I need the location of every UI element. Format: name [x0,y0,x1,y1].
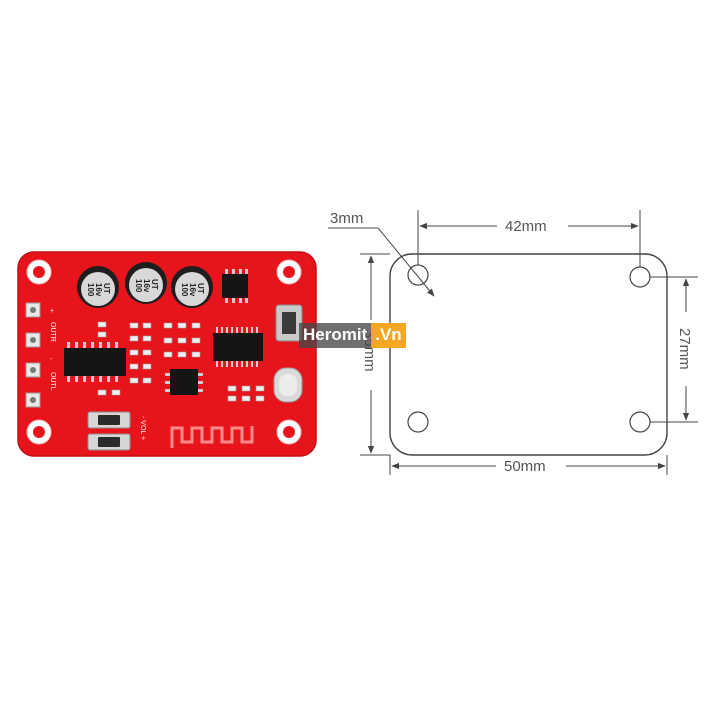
hole-outline-br [629,411,651,433]
board-outline [389,253,668,456]
dimension-drawing [328,210,698,475]
output-pads [25,302,41,408]
dim-hole-spacing-v-label: 27mm [676,328,693,370]
ic-bluetooth [213,327,263,367]
svg-text:16v: 16v [188,283,197,297]
silk-outl: OUTL [49,372,56,391]
dim-hole-spacing-h-label: 42mm [505,218,547,235]
dim-hole-diameter-label: 3mm [330,210,363,227]
silk-plus-1: + [50,308,54,315]
svg-text:16v: 16v [142,279,151,293]
crystal-oscillator [273,367,303,403]
capacitor-1: 100 16v UT [77,266,119,308]
watermark-domain: .Vn [371,323,406,348]
silk-outr: OUTR [49,322,56,342]
smd-passives [97,321,265,402]
watermark-text: Heromit [299,323,372,348]
capacitor-3: 100 16v UT [171,266,213,308]
svg-text:100: 100 [134,279,143,293]
mounting-hole-bottom-left [26,419,52,445]
micro-usb-connector [275,304,303,342]
hole-outline-bl [407,411,429,433]
svg-text:100: 100 [86,283,95,297]
svg-text:UT: UT [102,283,111,294]
silk-minus-1: - [50,356,53,363]
ic-amplifier [64,342,126,382]
silk-vol: - VOL + [139,416,146,440]
capacitor-2: 100 16v UT [125,262,167,304]
watermark-logo: Heromit .Vn [299,323,406,348]
pcb-board: OUTR OUTL + - 100 16v UT 100 16v UT 100 … [17,251,317,457]
svg-text:UT: UT [196,283,205,294]
mounting-hole-top-right [276,259,302,285]
svg-text:UT: UT [150,279,159,290]
hole-outline-tr [629,266,651,288]
pcb-antenna [170,426,254,448]
ic-small-top [222,269,248,303]
svg-text:100: 100 [180,283,189,297]
mounting-hole-top-left [26,259,52,285]
dim-board-width-label: 50mm [504,458,546,475]
volume-buttons [87,411,131,451]
ic-regulator [165,369,203,395]
svg-text:16v: 16v [94,283,103,297]
mounting-hole-bottom-right [276,419,302,445]
